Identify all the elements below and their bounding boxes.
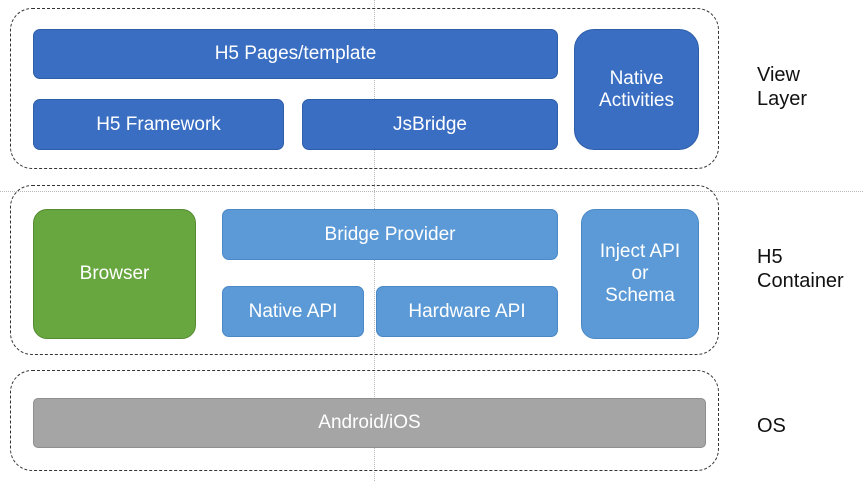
horizontal-guide-line bbox=[0, 191, 863, 192]
bridge-provider-box: Bridge Provider bbox=[222, 209, 558, 260]
inject-api-box: Inject API or Schema bbox=[581, 209, 699, 339]
view-layer-label: View Layer bbox=[757, 64, 808, 110]
native-api-box: Native API bbox=[222, 286, 364, 337]
view-layer-group bbox=[10, 8, 719, 169]
h5-container-label: H5 Container bbox=[757, 246, 844, 292]
native-activities-box: Native Activities bbox=[574, 29, 699, 150]
h5-pages-box: H5 Pages/template bbox=[33, 29, 558, 79]
android-ios-box: Android/iOS bbox=[33, 398, 706, 448]
jsbridge-box: JsBridge bbox=[302, 99, 558, 150]
browser-box: Browser bbox=[33, 209, 196, 339]
h5-container-group bbox=[10, 185, 719, 355]
h5-framework-box: H5 Framework bbox=[33, 99, 284, 150]
os-label: OS bbox=[757, 415, 786, 437]
hardware-api-box: Hardware API bbox=[376, 286, 558, 337]
os-layer-group bbox=[10, 370, 719, 471]
